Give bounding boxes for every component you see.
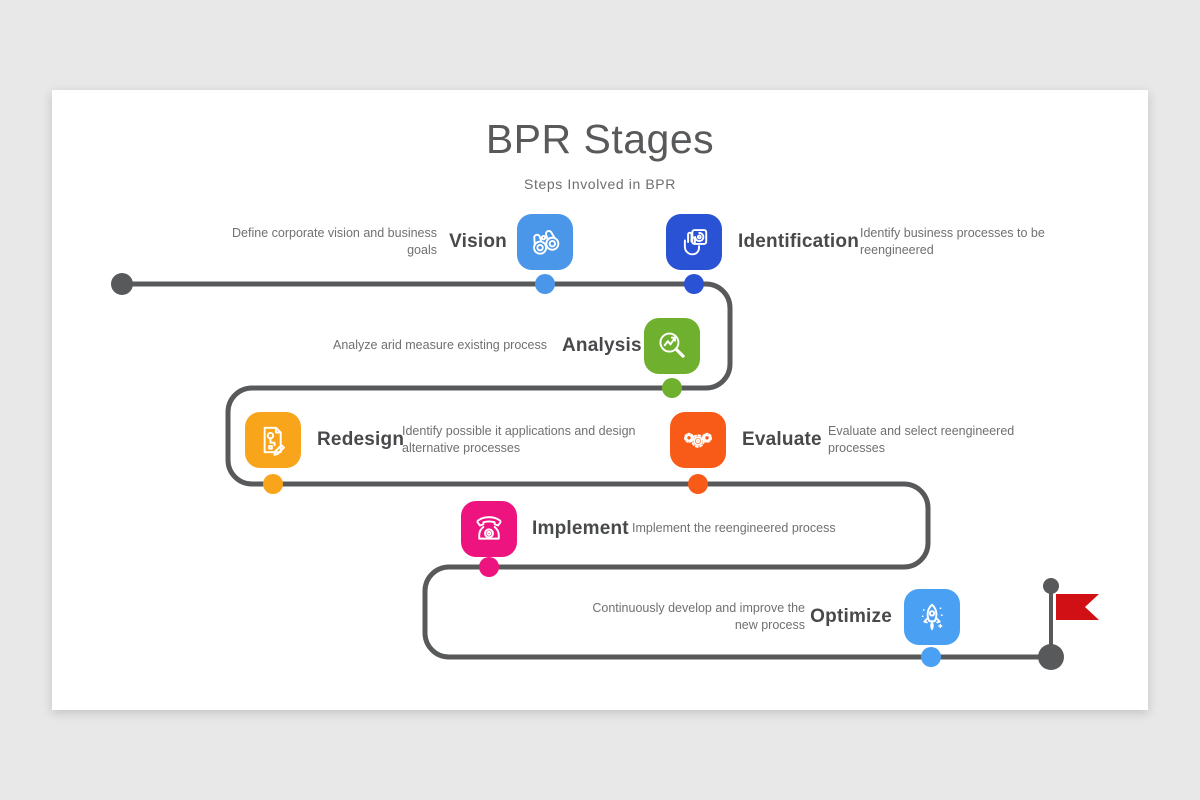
stage-evaluate-label: Evaluate <box>742 429 822 450</box>
stage-optimize-dot <box>921 647 941 667</box>
touch-identify-icon <box>683 229 708 256</box>
binoculars-icon <box>533 230 560 255</box>
stage-identification-dot <box>684 274 704 294</box>
stage-analysis-dot <box>662 378 682 398</box>
stage-implement-description: Implement the reengineered process <box>632 521 836 536</box>
page-subtitle: Steps Involved in BPR <box>524 176 676 192</box>
stage-optimize-description: Continuously develop and improve the new… <box>592 600 805 633</box>
magnifier-chart-icon <box>659 332 685 358</box>
stage-optimize-icon-tile <box>904 589 960 645</box>
stage-identification-description: Identify business processes to be reengi… <box>860 225 1045 258</box>
stage-evaluate-dot <box>688 474 708 494</box>
flag-top-dot <box>1043 578 1059 594</box>
stage-identification-label: Identification <box>738 231 860 252</box>
stage-evaluate-description: Evaluate and select reengineered process… <box>828 423 1015 456</box>
stage-vision-label: Vision <box>449 231 507 252</box>
stage-vision-dot <box>535 274 555 294</box>
stage-optimize-label: Optimize <box>810 606 892 627</box>
stage-redesign-label: Redesign <box>317 429 405 450</box>
finish-dot <box>1038 644 1064 670</box>
stage-redesign-description: Identify possible it applications and de… <box>402 423 636 456</box>
stage-redesign-icon-tile <box>245 412 301 468</box>
stage-evaluate-icon-tile <box>670 412 726 468</box>
stage-redesign-dot <box>263 474 283 494</box>
gears-icon <box>683 432 713 448</box>
stage-implement-dot <box>479 557 499 577</box>
rocket-icon <box>921 603 943 631</box>
start-dot <box>111 273 133 295</box>
telephone-icon <box>476 516 502 540</box>
stage-identification-icon-tile <box>666 214 722 270</box>
stage-implement-icon-tile <box>461 501 517 557</box>
stage-analysis-icon-tile <box>644 318 700 374</box>
stage-implement-label: Implement <box>532 518 629 539</box>
stage-vision-description: Define corporate vision and business goa… <box>232 225 437 258</box>
stage-analysis-label: Analysis <box>562 335 642 356</box>
document-pencil-icon <box>263 426 285 456</box>
page-title: BPR Stages <box>485 116 715 162</box>
stage-vision-icon-tile <box>517 214 573 270</box>
flag-icon <box>1056 594 1099 620</box>
stage-analysis-description: Analyze arid measure existing process <box>333 338 547 353</box>
